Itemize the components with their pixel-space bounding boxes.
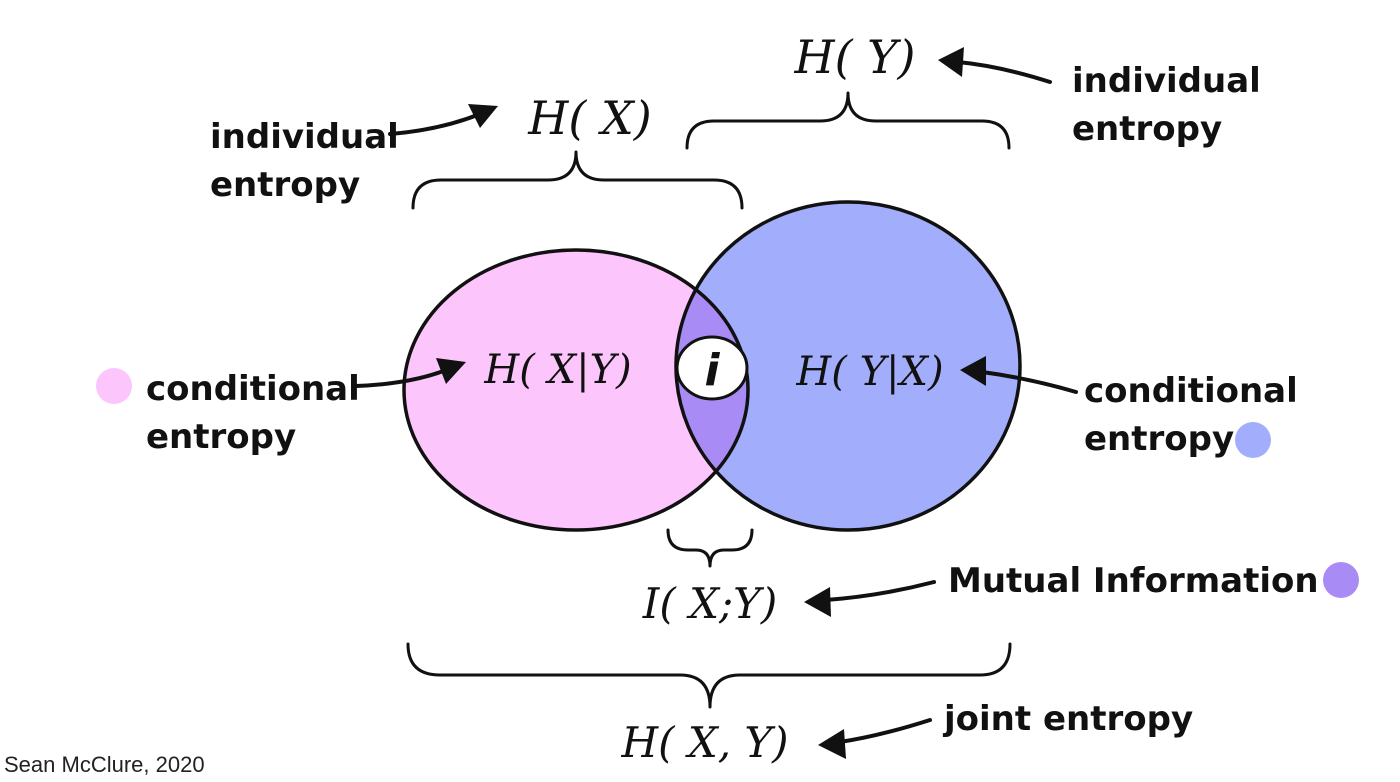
purple-dot bbox=[1323, 562, 1359, 598]
arrow-to-h-x-given-y bbox=[354, 358, 466, 388]
joint-entropy-annotation: joint entropy bbox=[942, 699, 1193, 739]
individual-entropy-right-line2: entropy bbox=[1072, 109, 1222, 149]
arrow-to-h-y-given-x bbox=[960, 356, 1078, 394]
h-y-given-x-label: H( Y|X) bbox=[795, 349, 943, 395]
h-x-label: H( X) bbox=[527, 91, 651, 145]
credit-text: Sean McClure, 2020 bbox=[4, 752, 205, 777]
individual-entropy-left-line1: individual bbox=[210, 117, 399, 157]
arrow-to-h-x bbox=[388, 104, 498, 136]
arrow-to-joint-entropy bbox=[818, 718, 932, 759]
brace-i-xy bbox=[666, 528, 754, 568]
individual-entropy-left-line2: entropy bbox=[210, 165, 360, 205]
arrow-to-h-y bbox=[938, 47, 1052, 84]
arrow-to-mutual-information bbox=[804, 580, 936, 617]
x-circle-outline bbox=[402, 248, 750, 532]
mutual-information-annotation: Mutual Information bbox=[948, 561, 1319, 601]
brace-h-y bbox=[685, 91, 1011, 150]
mutual-information-label: I( X;Y) bbox=[642, 579, 778, 628]
conditional-entropy-left-line2: entropy bbox=[146, 417, 296, 457]
info-symbol: i bbox=[704, 345, 720, 396]
blue-dot bbox=[1235, 422, 1271, 458]
brace-h-x bbox=[411, 150, 744, 210]
x-circle-fill bbox=[404, 250, 748, 530]
conditional-entropy-left-line1: conditional bbox=[146, 369, 360, 409]
h-y-label: H( Y) bbox=[794, 30, 916, 84]
conditional-entropy-right-line2: entropy bbox=[1084, 419, 1234, 459]
joint-entropy-label: H( X, Y) bbox=[620, 718, 788, 767]
conditional-entropy-right-line1: conditional bbox=[1084, 371, 1298, 411]
brace-h-xy bbox=[406, 642, 1012, 709]
h-x-given-y-label: H( X|Y) bbox=[483, 347, 631, 393]
pink-dot bbox=[96, 368, 132, 404]
info-icon: i bbox=[675, 335, 749, 401]
individual-entropy-right-line1: individual bbox=[1072, 61, 1261, 101]
y-circle-fill bbox=[676, 202, 1020, 530]
